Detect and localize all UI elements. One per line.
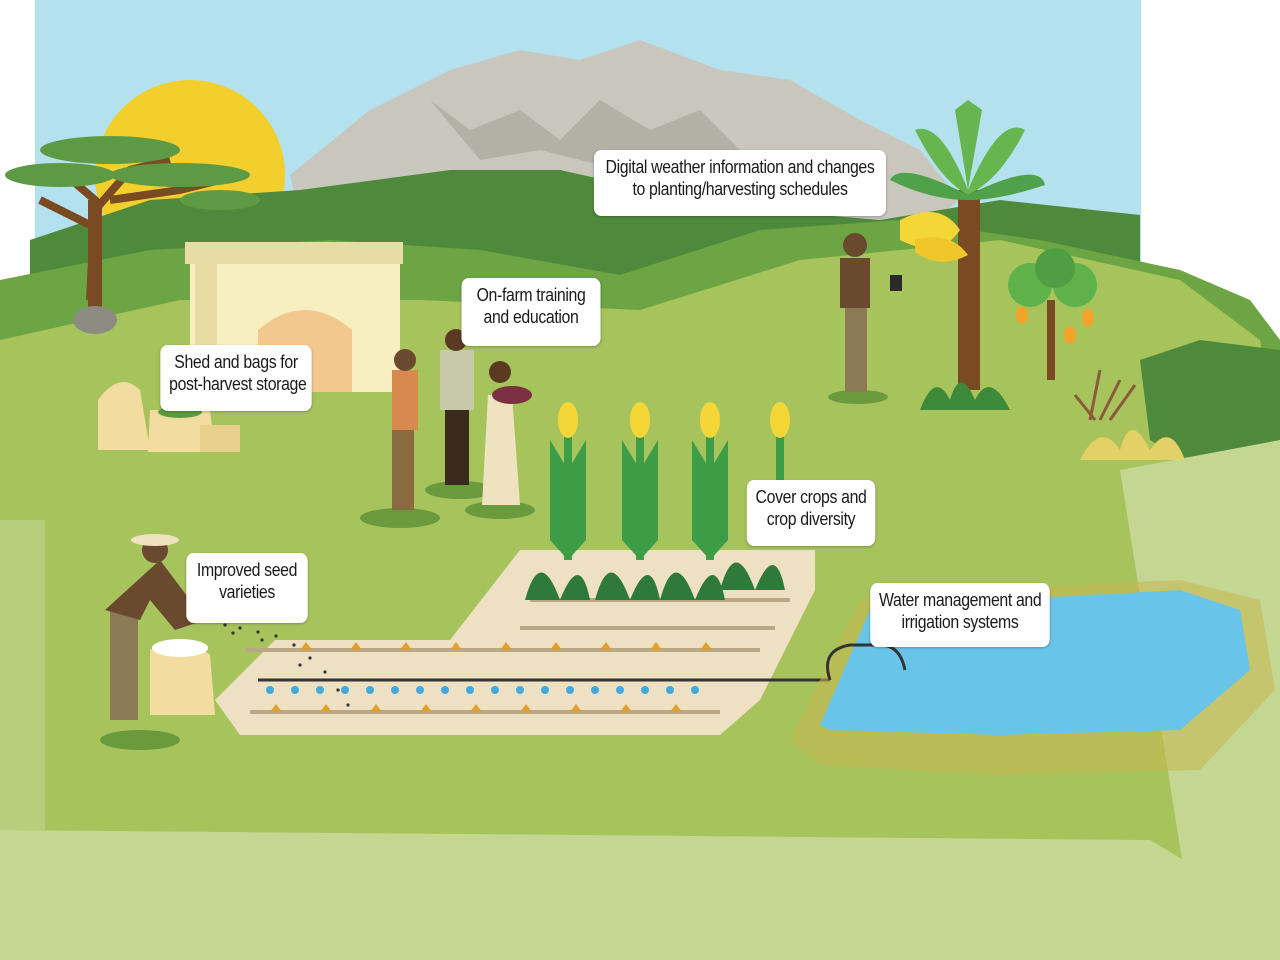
callout-storage-line1: Shed and bags for	[174, 352, 298, 372]
leafy-crops	[525, 562, 785, 600]
field-light-bottom	[0, 830, 1280, 960]
yellow-shrub	[1080, 430, 1185, 460]
callout-training: On-farm training and education	[461, 278, 601, 346]
callout-weather: Digital weather information and changes …	[593, 150, 887, 216]
corn-plants	[550, 402, 790, 560]
callout-cover-crops-line1: Cover crops and	[755, 487, 867, 507]
fruit-tree	[1008, 248, 1097, 380]
callout-storage: Shed and bags for post-harvest storage	[160, 345, 312, 411]
dry-shrub	[1073, 369, 1137, 421]
training-group	[360, 329, 535, 528]
seed-sowing-farmer	[100, 534, 215, 750]
acacia-tree	[5, 136, 260, 334]
callout-training-line2: and education	[483, 307, 579, 327]
callout-seeds-line2: varieties	[219, 582, 275, 602]
callout-cover-crops-line2: crop diversity	[766, 509, 856, 529]
scattered-seeds	[223, 623, 350, 707]
callout-cover-crops: Cover crops and crop diversity	[746, 480, 876, 546]
callout-weather-line1: Digital weather information and changes	[605, 157, 875, 177]
right-dark-bush	[1140, 340, 1280, 470]
mountain-shade	[430, 100, 740, 165]
farmer-with-tablet	[828, 233, 902, 404]
callout-training-line1: On-farm training	[476, 285, 586, 305]
callout-seeds: Improved seed varieties	[186, 553, 308, 623]
callout-water-line2: irrigation systems	[901, 612, 1019, 632]
banana-tree	[890, 100, 1045, 390]
bush-under-banana	[920, 382, 1010, 410]
irrigation-drops	[266, 686, 699, 694]
callout-water-line1: Water management and	[879, 590, 1042, 610]
seed-sprouts	[270, 642, 712, 712]
callout-weather-line2: to planting/harvesting schedules	[632, 179, 848, 199]
callout-water: Water management and irrigation systems	[870, 583, 1050, 647]
callout-seeds-line1: Improved seed	[196, 560, 298, 580]
callout-storage-line2: post-harvest storage	[169, 374, 307, 394]
field-light-left	[0, 520, 45, 830]
